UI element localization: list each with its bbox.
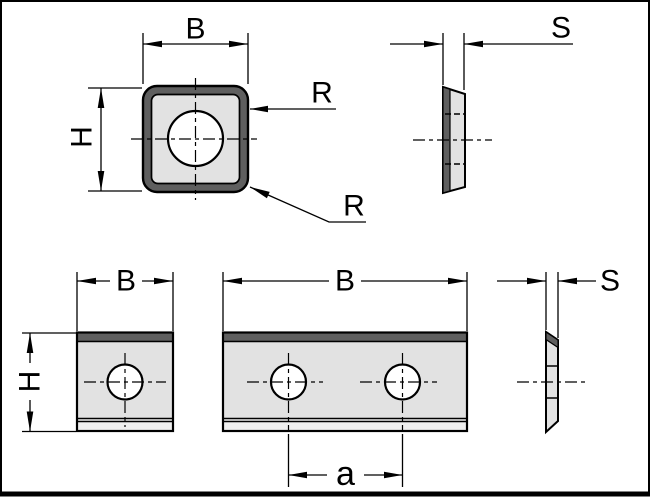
label-R-bottom: R xyxy=(343,190,365,223)
short-insert-face-view xyxy=(75,331,175,433)
arrow-left xyxy=(143,40,162,48)
arrow-right xyxy=(154,277,173,285)
short-insert-cutting-edge xyxy=(77,332,173,342)
long-insert-side-view xyxy=(517,330,585,435)
arrow-left xyxy=(464,40,483,48)
arrow-left xyxy=(223,277,242,285)
dim-width-short: B xyxy=(76,265,174,331)
long-insert-outline xyxy=(221,331,469,433)
arrow-right xyxy=(384,471,403,479)
arrow-left xyxy=(558,277,577,285)
arrow-left xyxy=(250,105,268,113)
dim-height-short: H xyxy=(14,332,76,433)
arrow-right xyxy=(448,277,467,285)
short-insert-outline xyxy=(75,331,175,433)
square-insert-face-view xyxy=(131,78,257,200)
square-insert-side-view xyxy=(413,85,492,195)
dim-width-long: B xyxy=(222,265,468,331)
side-bevel-edge xyxy=(545,330,559,349)
leader-radius-bottom: R xyxy=(249,186,366,223)
long-insert-face-view xyxy=(221,331,469,433)
label-B-long: B xyxy=(335,265,355,298)
arrow-right xyxy=(229,40,248,48)
dim-width-square: B xyxy=(142,13,249,84)
leader-radius-top: R xyxy=(250,77,336,113)
label-H-square: H xyxy=(66,126,99,148)
arrow-right xyxy=(527,277,546,285)
arrow-down xyxy=(97,171,105,191)
label-B-square: B xyxy=(185,13,205,46)
label-B-short: B xyxy=(116,265,136,298)
long-insert-cutting-edge xyxy=(223,332,467,342)
long-insert-face xyxy=(223,341,467,419)
dim-thickness-long: S xyxy=(497,265,620,338)
arrow-down xyxy=(26,411,34,432)
label-S-long: S xyxy=(600,265,620,298)
arrow-up xyxy=(97,88,105,108)
dim-hole-spacing: a xyxy=(287,434,404,493)
arrow-right xyxy=(424,40,443,48)
arrow-left xyxy=(288,471,307,479)
arrow-up xyxy=(26,333,34,353)
label-H-short: H xyxy=(14,371,47,393)
arrow-left xyxy=(77,277,96,285)
arrow-diagonal xyxy=(250,187,270,199)
dim-thickness-square: S xyxy=(390,12,573,90)
dim-height-square: H xyxy=(66,87,142,192)
label-a-spacing: a xyxy=(336,455,355,493)
label-S-square: S xyxy=(551,12,571,45)
label-R-top: R xyxy=(311,77,333,110)
